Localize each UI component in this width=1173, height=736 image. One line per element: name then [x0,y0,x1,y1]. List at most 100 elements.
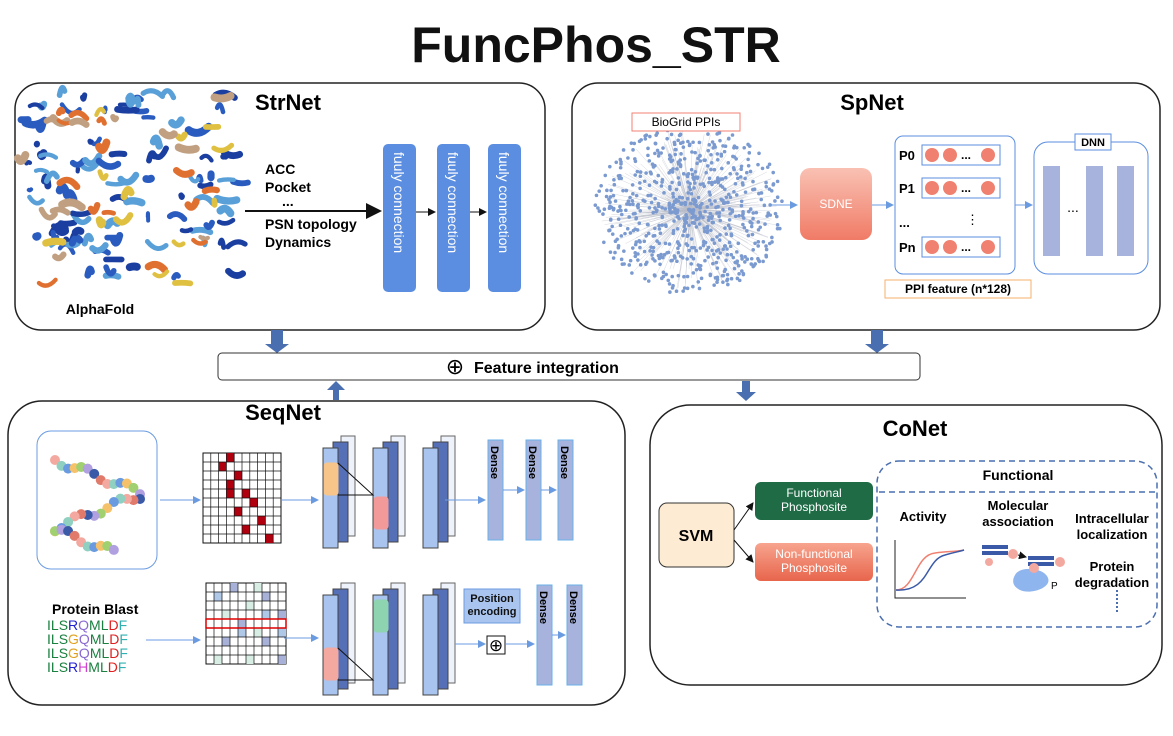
row-ellipsis: ... [961,181,971,195]
embedding-value [925,181,939,195]
matrix-cell [222,637,230,646]
sdne-label: SDNE [819,197,852,211]
embedding-value [925,240,939,254]
embedding-value [981,148,995,162]
embedding-value [943,181,957,195]
matrix-cell [230,583,238,592]
conet-title: CoNet [883,416,948,441]
feature-ellipsis: ... [282,193,294,209]
matrix-cell [246,601,254,610]
embedding-row-label: P0 [899,148,915,163]
matrix-cell [262,637,270,646]
embedding-value [981,181,995,195]
embedding-value [943,240,957,254]
matrix-cell [250,498,258,507]
biogrid-label: BioGrid PPIs [652,115,721,129]
fc-layer-label: fuuly connection [391,152,407,253]
conv-kernel [324,648,338,680]
matrix-cell [214,655,222,664]
matrix-cell [278,610,286,619]
svm-label: SVM [679,528,714,545]
matrix-cell [238,619,246,628]
matrix-cell [278,628,286,637]
position-encoding-label: Position encoding [464,589,520,623]
blast-alignment-row: ILSRHMLDF [47,659,126,675]
embedding-value [925,148,939,162]
matrix-cell [214,592,222,601]
matrix-cell [258,516,266,525]
dnn-layer [1043,166,1060,256]
pssm-matrix [206,583,286,664]
dense-label: Dense [558,446,570,479]
seqnet-title: SeqNet [245,400,321,425]
row-ellipsis: ... [961,240,971,254]
onehot-matrix [203,453,281,543]
embedding-value [981,240,995,254]
dense-label: Dense [526,446,538,479]
matrix-cell [254,583,262,592]
spnet-title: SpNet [840,90,904,115]
fc-layer: fuuly connection [383,144,416,292]
matrix-cell [234,471,242,480]
page-title: FuncPhos_STR [411,17,780,73]
fc-layer: fuuly connection [437,144,470,292]
embedding-value [943,148,957,162]
dnn-label: DNN [1081,137,1105,149]
dnn-layer [1117,166,1134,256]
feature-psn: PSN topology [265,216,357,232]
matrix-cell [234,507,242,516]
fc-layer-label: fuuly connection [496,152,512,253]
matrix-cell [219,462,227,471]
matrix-cell [265,534,273,543]
spnet-panel: SpNet BioGrid PPIs SDNE P0... P1...... ⋮ Pn… [572,83,1160,330]
matrix-cell [238,628,246,637]
column-ellipsis: ⋮ [966,212,979,227]
row-ellipsis: ... [961,148,971,162]
feature-map [423,595,438,695]
matrix-cell [226,489,234,498]
dnn-ellipsis: ... [1067,199,1079,215]
dense-label: Dense [537,591,549,624]
embedding-row-label: P1 [899,181,915,196]
matrix-cell [242,489,250,498]
feature-integration: ⊕ Feature integration [218,330,920,401]
embedding-row-label: ... [899,215,910,230]
alphafold-label: AlphaFold [66,301,134,317]
conv-kernel [374,497,388,529]
integration-plus-icon: ⊕ [446,354,464,379]
dnn-layer [1086,166,1103,256]
ppi-feature-label: PPI feature (n*128) [905,282,1011,296]
add-icon: ⊕ [489,636,503,655]
matrix-cell [262,592,270,601]
matrix-cell [278,655,286,664]
matrix-cell [226,480,234,489]
feature-acc: ACC [265,161,295,177]
matrix-cell [222,610,230,619]
matrix-cell [262,610,270,619]
conv-kernel [374,600,388,632]
embedding-row-label: Pn [899,240,916,255]
integration-label: Feature integration [474,360,619,377]
position-encoding-label-container: Position encoding [464,589,520,623]
fc-layer-label: fuuly connection [445,152,461,253]
sequence-bead [109,545,119,555]
dense-label: Dense [567,591,579,624]
matrix-cell [226,453,234,462]
phospho-label: P [1051,581,1058,592]
strnet-title: StrNet [255,90,322,115]
feature-dynamics: Dynamics [265,234,331,250]
matrix-cell [254,628,262,637]
functional-title: Functional [983,467,1054,483]
dense-label: Dense [488,446,500,479]
protein-blast-title: Protein Blast [52,601,139,617]
strnet-panel: StrNet AlphaFold ACC Pocket ... PSN topo… [15,83,545,330]
feature-map [423,448,438,548]
fc-layer: fuuly connection [488,144,521,292]
